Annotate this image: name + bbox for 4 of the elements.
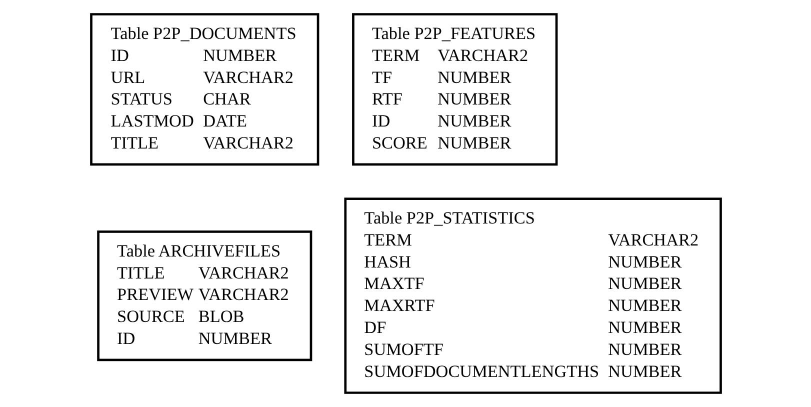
node-box: Table P2P_FEATURES TERM VARCHAR2 TF NUMBER RTF NUMBER ID NUMBER SCORE NUMBER: [352, 13, 558, 166]
node-box: Table P2P_STATISTICS TERM VARCHAR2 HASH NUMBER MAXTF NUMBER MAXRTF NUMBER DF NUMBER SUMOFTF NUMBER SUMOFDOCUMENTLENGTHS NUMBER: [344, 198, 722, 394]
node-box: Table P2P_DOCUMENTS ID NUMBER URL VARCHAR2 STATUS CHAR LASTMOD DATE TITLE VARCHAR2: [90, 13, 319, 166]
node-box: Table ARCHIVEFILES TITLE VARCHAR2 PREVIEW VARCHAR2 SOURCE BLOB ID NUMBER: [96, 230, 312, 362]
